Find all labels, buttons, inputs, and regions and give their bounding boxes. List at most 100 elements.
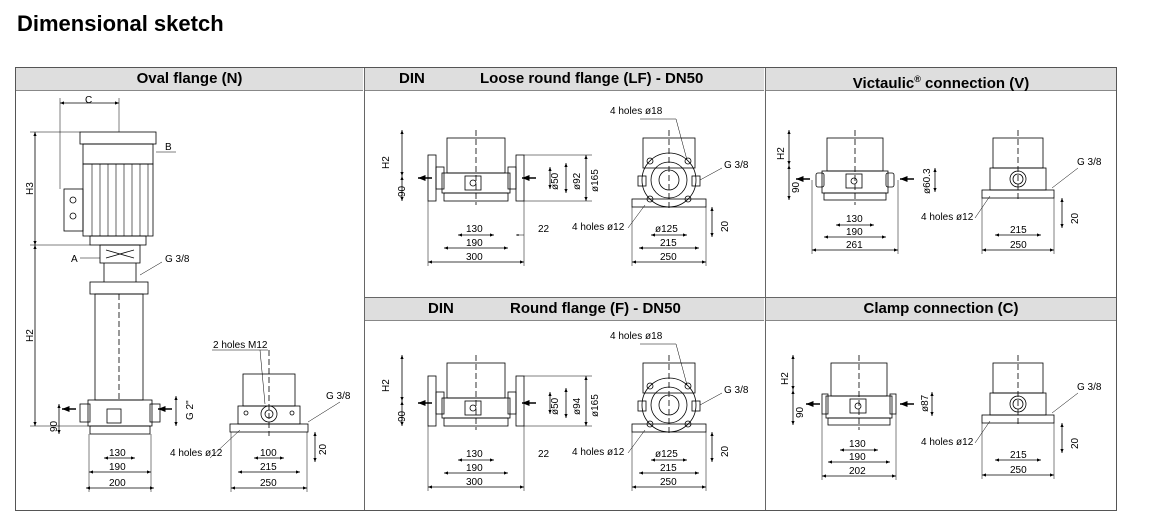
- dim-190: 190: [849, 452, 866, 463]
- dim-300: 300: [466, 477, 483, 488]
- dim-H2: H2: [776, 147, 787, 160]
- holes-12: 4 holes ø12: [572, 447, 625, 458]
- dim-d165: ø165: [590, 169, 601, 192]
- panel-header-oval: Oval flange (N): [16, 68, 363, 91]
- loose-side-view: [627, 118, 723, 266]
- dim-215: 215: [660, 238, 677, 249]
- dim-d165: ø165: [590, 394, 601, 417]
- dim-A: A: [71, 254, 78, 265]
- holes-12: 4 holes ø12: [921, 437, 974, 448]
- dim-190: 190: [846, 227, 863, 238]
- dim-130: 130: [466, 449, 483, 460]
- dim-22: 22: [538, 449, 550, 460]
- holes-m12: 2 holes M12: [213, 340, 268, 351]
- dim-215: 215: [260, 462, 277, 473]
- panel-header-loose: DIN Loose round flange (LF) - DN50: [365, 68, 764, 91]
- divider: [765, 68, 766, 510]
- clamp-front-view: [791, 355, 934, 480]
- dim-200: 200: [109, 478, 126, 489]
- page-title: Dimensional sketch: [17, 11, 224, 36]
- dim-H3: H3: [25, 182, 36, 195]
- dim-H2: H2: [381, 379, 392, 392]
- dim-d60-3: ø60.3: [922, 168, 933, 194]
- dim-190: 190: [466, 238, 483, 249]
- dim-d87: ø87: [920, 394, 931, 412]
- divider: [365, 297, 1116, 298]
- dim-130: 130: [846, 214, 863, 225]
- dim-190: 190: [466, 463, 483, 474]
- dim-215: 215: [1010, 225, 1027, 236]
- dim-215: 215: [660, 463, 677, 474]
- dim-20: 20: [720, 445, 731, 457]
- dim-20: 20: [1070, 437, 1081, 449]
- dim-22: 22: [538, 224, 550, 235]
- dim-100: 100: [260, 448, 277, 459]
- dim-250: 250: [1010, 465, 1027, 476]
- panel-din-loose: DIN: [399, 70, 425, 87]
- victaulic-side-view: [974, 130, 1079, 254]
- holes-12: 4 holes ø12: [921, 212, 974, 223]
- victaulic-front-view: [787, 130, 937, 254]
- dim-130: 130: [109, 448, 126, 459]
- dim-250: 250: [260, 478, 277, 489]
- dim-90: 90: [791, 181, 802, 193]
- dim-C: C: [85, 95, 92, 106]
- dim-250: 250: [660, 477, 677, 488]
- dim-d125: ø125: [655, 449, 678, 460]
- dim-d50: ø50: [550, 397, 561, 415]
- panel-header-round: DIN Round flange (F) - DN50: [365, 298, 764, 321]
- divider: [364, 68, 365, 510]
- conn-g38: G 3/8: [724, 385, 749, 396]
- clamp-side-view: [974, 355, 1079, 479]
- dim-190: 190: [109, 462, 126, 473]
- dim-202: 202: [849, 466, 866, 477]
- holes-12: 4 holes ø12: [170, 448, 223, 459]
- panel-header-victaulic: Victaulic® connection (V): [766, 68, 1116, 92]
- oval-pump-drawing: [30, 98, 178, 492]
- conn-g2: G 2": [185, 400, 196, 420]
- conn-g38: G 3/8: [165, 254, 190, 265]
- round-side-view: [627, 343, 723, 491]
- panel-title-round: Round flange (F) - DN50: [510, 300, 681, 317]
- dim-B: B: [165, 142, 172, 153]
- dim-90: 90: [397, 185, 408, 197]
- panel-title-victaulic: Victaulic® connection (V): [852, 74, 1030, 92]
- dim-d50: ø50: [550, 172, 561, 190]
- dim-H2: H2: [780, 372, 791, 385]
- holes-12: 4 holes ø12: [572, 222, 625, 233]
- panel-title-oval: Oval flange (N): [136, 70, 243, 87]
- dim-130: 130: [466, 224, 483, 235]
- conn-g38: G 3/8: [1077, 157, 1102, 168]
- loose-front-view: [400, 130, 592, 266]
- panel-header-clamp: Clamp connection (C): [766, 298, 1116, 321]
- dim-300: 300: [466, 252, 483, 263]
- dim-130: 130: [849, 439, 866, 450]
- round-front-view: [400, 355, 592, 491]
- dim-20: 20: [318, 443, 329, 455]
- dim-250: 250: [660, 252, 677, 263]
- holes-18: 4 holes ø18: [610, 106, 663, 117]
- conn-g38: G 3/8: [1077, 382, 1102, 393]
- conn-g38: G 3/8: [724, 160, 749, 171]
- dim-90: 90: [795, 406, 806, 418]
- dim-90: 90: [397, 410, 408, 422]
- panel-title-loose: Loose round flange (LF) - DN50: [480, 70, 704, 87]
- sketch-frame: [15, 67, 1117, 511]
- dim-d92: ø92: [572, 172, 583, 190]
- dim-H2: H2: [25, 329, 36, 342]
- dim-20: 20: [1070, 212, 1081, 224]
- dim-20: 20: [720, 220, 731, 232]
- dim-261: 261: [846, 240, 863, 251]
- dim-d94: ø94: [572, 397, 583, 415]
- panel-title-clamp: Clamp connection (C): [863, 300, 1019, 317]
- dim-H2: H2: [381, 156, 392, 169]
- dim-215: 215: [1010, 450, 1027, 461]
- holes-18: 4 holes ø18: [610, 331, 663, 342]
- conn-g38: G 3/8: [326, 391, 351, 402]
- dim-90: 90: [49, 420, 60, 432]
- dim-250: 250: [1010, 240, 1027, 251]
- oval-side-view: [209, 349, 341, 492]
- dim-d125: ø125: [655, 224, 678, 235]
- panel-din-round: DIN: [428, 300, 454, 317]
